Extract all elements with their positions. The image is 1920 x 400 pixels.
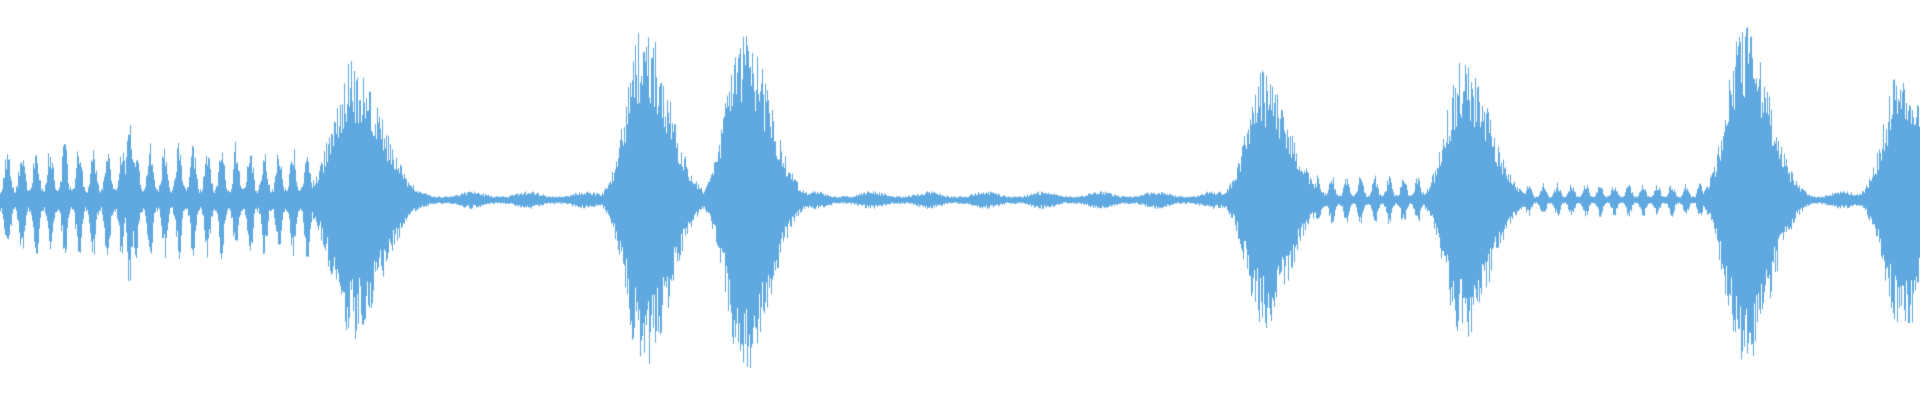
audio-waveform xyxy=(0,0,1920,400)
audio-waveform-view xyxy=(0,0,1920,400)
